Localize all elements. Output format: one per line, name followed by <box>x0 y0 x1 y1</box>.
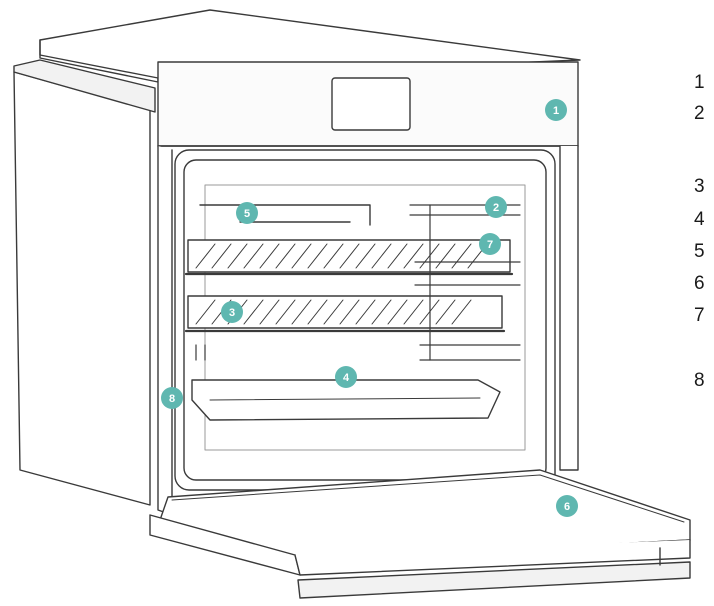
callout-7: 7 <box>479 233 501 255</box>
callout-7-marker <box>479 233 501 255</box>
callout-3: 3 <box>221 301 243 323</box>
callout-2-marker <box>485 196 507 218</box>
legend-number-2: 2 <box>694 103 705 124</box>
callout-1-marker <box>545 99 567 121</box>
legend-number-7: 7 <box>694 305 705 326</box>
callout-4: 4 <box>335 366 357 388</box>
door-handle <box>297 561 691 599</box>
legend-number-8: 8 <box>694 370 705 391</box>
callout-2: 2 <box>485 196 507 218</box>
callout-8-label: 8 <box>169 393 175 405</box>
callout-4-label: 4 <box>343 372 350 384</box>
control-display <box>331 77 411 131</box>
callout-3-marker <box>221 301 243 323</box>
callout-1-label: 1 <box>553 105 559 117</box>
oven-side-panel <box>13 71 151 506</box>
legend-number-4: 4 <box>694 209 705 230</box>
callout-4-marker <box>335 366 357 388</box>
callout-6-marker <box>556 495 578 517</box>
front-frame <box>157 145 173 516</box>
callout-6: 6 <box>556 495 578 517</box>
oven-top-trim <box>13 59 156 113</box>
callout-1: 1 <box>545 99 567 121</box>
legend-number-6: 6 <box>694 273 705 294</box>
callout-8: 8 <box>161 387 183 409</box>
legend-number-3: 3 <box>694 176 705 197</box>
callout-5-label: 5 <box>244 208 250 220</box>
baking-tray <box>191 379 501 421</box>
legend-number-1: 1 <box>694 72 705 93</box>
callout-7-label: 7 <box>487 239 493 251</box>
callout-5-marker <box>236 202 258 224</box>
callout-6-label: 6 <box>564 501 570 513</box>
callout-5: 5 <box>236 202 258 224</box>
legend-number-5: 5 <box>694 241 705 262</box>
side-shelf-runners <box>409 204 521 361</box>
callout-3-label: 3 <box>229 307 235 319</box>
callout-2-label: 2 <box>493 202 499 214</box>
callout-8-marker <box>161 387 183 409</box>
